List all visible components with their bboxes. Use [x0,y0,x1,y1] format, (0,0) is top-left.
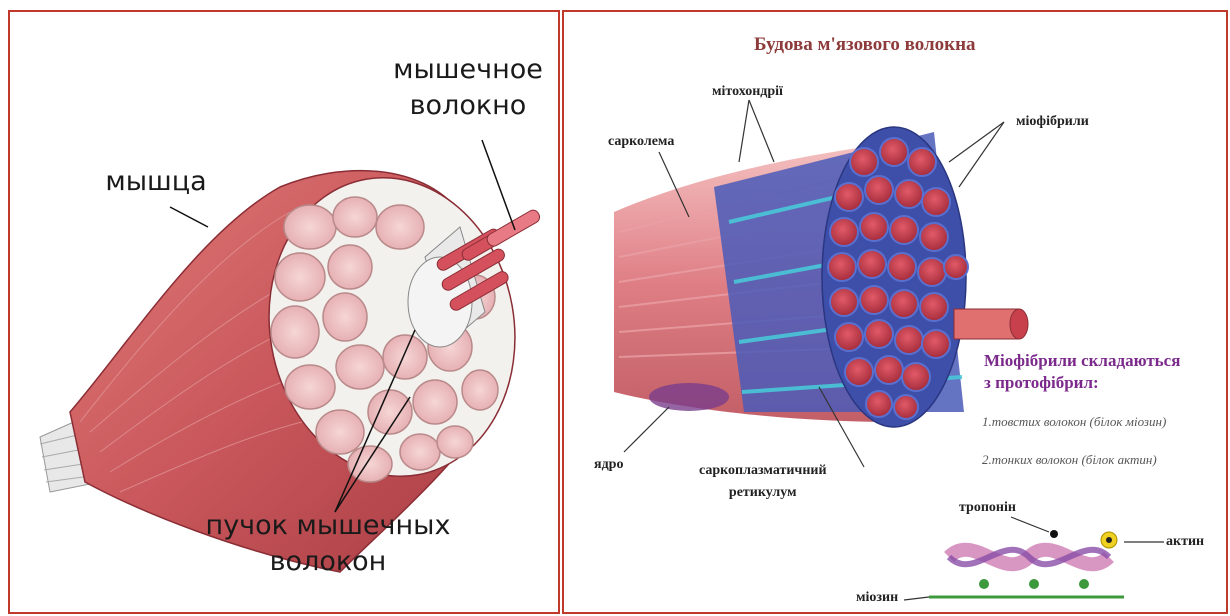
protruding-myofibril [954,309,1028,339]
note-heading-line2: з протофібрил: [984,372,1180,394]
sarcolemma-label: сарколема [608,134,674,150]
actin-label: актин [1166,534,1204,550]
fiber-structure-panel: Будова м'язового волокна мітохондрії сар… [562,10,1228,614]
reticulum-label-line1: саркоплазматичний [699,460,827,482]
protofibril-note-heading: Міофібрили складаються з протофібрил: [984,350,1180,394]
fiber-label: мышечное волокно [380,52,556,124]
muscle-structure-panel: мышечное волокно мышца пучок мышечных во… [8,10,560,614]
myosin-label: міозин [856,590,898,606]
protofibril-detail [929,530,1124,597]
fiber-label-line1: мышечное [380,52,556,88]
fiber-label-line2: волокно [380,88,556,124]
fiber-illustration [564,12,1228,614]
reticulum-label-line2: ретикулум [699,482,827,504]
troponin-label: тропонін [959,500,1016,516]
mitochondria-label: мітохондрії [712,84,783,100]
nucleus-label: ядро [594,457,623,473]
note-heading-line1: Міофібрили складаються [984,350,1180,372]
bundle-label: пучок мышечных волокон [178,508,478,580]
note-item-thick: 1.товстих волокон (білок міозин) [982,414,1166,430]
bundle-label-line2: волокон [178,544,478,580]
note-item-thin: 2.тонких волокон (білок актин) [982,452,1157,468]
bundle-label-line1: пучок мышечных [178,508,478,544]
muscle-label: мышца [96,164,216,200]
myofibrils-label: міофібрили [1016,114,1089,130]
nucleus [649,383,729,411]
fiber-diagram-title: Будова м'язового волокна [754,34,976,56]
reticulum-label: саркоплазматичний ретикулум [699,460,827,504]
